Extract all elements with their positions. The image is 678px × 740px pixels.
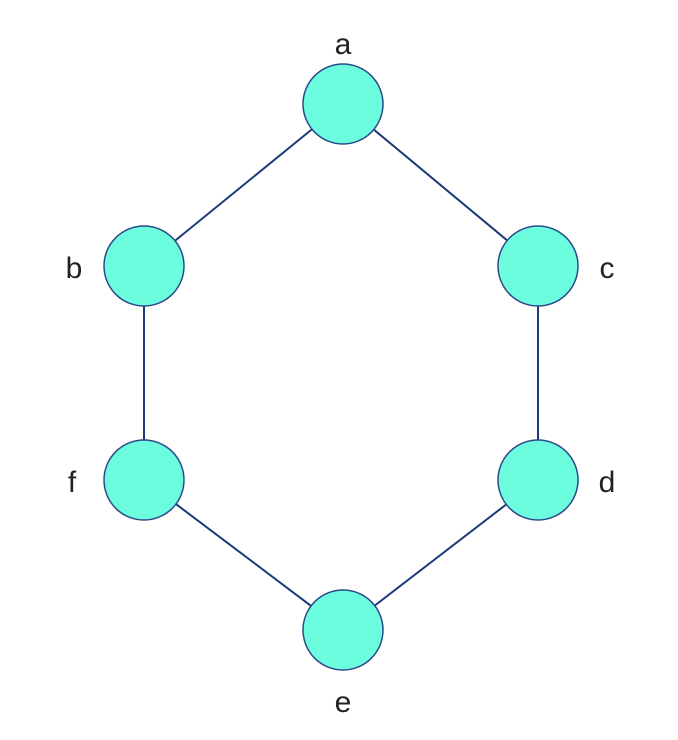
edge-a-c xyxy=(373,128,508,242)
edge-f-e xyxy=(175,503,312,607)
edge-a-b xyxy=(174,128,313,242)
node-c: c xyxy=(497,225,615,307)
node-label-c: c xyxy=(600,252,615,285)
node-circle-e xyxy=(302,589,384,671)
node-label-e: e xyxy=(335,686,352,719)
node-label-b: b xyxy=(66,252,83,285)
node-f: f xyxy=(68,439,185,521)
node-label-d: d xyxy=(599,466,616,499)
node-d: d xyxy=(497,439,616,521)
node-b: b xyxy=(66,225,185,307)
node-a: a xyxy=(302,28,384,145)
node-circle-d xyxy=(497,439,579,521)
edge-d-e xyxy=(374,503,507,607)
node-circle-f xyxy=(103,439,185,521)
edges-layer xyxy=(143,128,539,607)
node-e: e xyxy=(302,589,384,719)
node-circle-c xyxy=(497,225,579,307)
node-circle-b xyxy=(103,225,185,307)
node-label-f: f xyxy=(68,466,77,499)
nodes-layer: a b c d e f xyxy=(66,28,616,719)
node-circle-a xyxy=(302,63,384,145)
node-label-a: a xyxy=(335,28,352,61)
